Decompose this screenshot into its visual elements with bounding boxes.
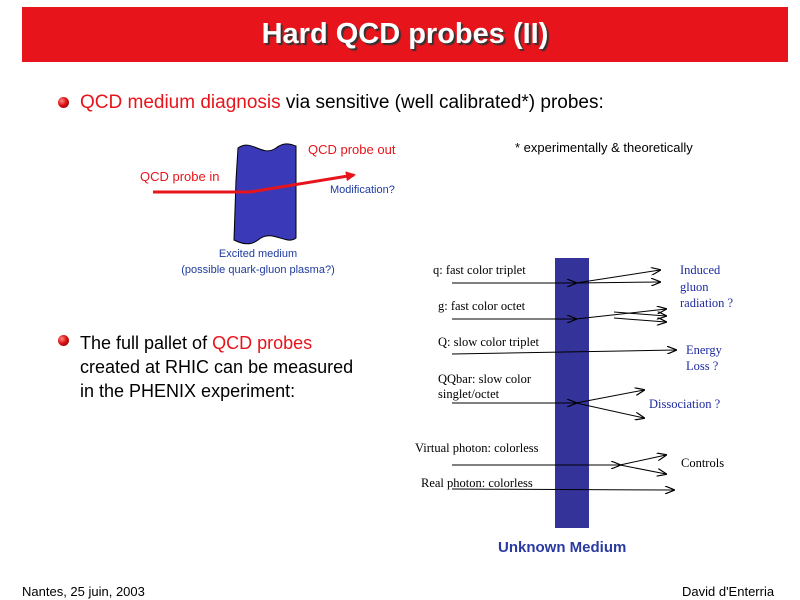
footnote: * experimentally & theoretically xyxy=(515,140,693,155)
probe-label-qqbar-2: singlet/octet xyxy=(438,387,500,401)
medium-label-line1: Excited medium xyxy=(218,248,298,260)
title-bar: Hard QCD probes (II) xyxy=(22,7,788,62)
effect-controls: Controls xyxy=(681,456,725,470)
medium-label-line2: (possible quark-gluon plasma?) xyxy=(181,264,335,276)
bullet-1-rest: via sensitive (well calibrated*) probes: xyxy=(280,92,604,113)
probe-label-g: g: fast color octet xyxy=(438,299,526,313)
bullet-2-line2: created at RHIC can be measured xyxy=(80,357,354,377)
bullet-icon xyxy=(58,97,69,108)
probe-in-label: QCD probe in xyxy=(140,169,220,184)
probe-label-q: q: fast color triplet xyxy=(433,263,526,277)
modification-label: Modification? xyxy=(330,184,395,196)
unknown-medium-bar xyxy=(555,258,589,528)
effect-induced-1: Induced xyxy=(680,263,721,277)
probe-out-label: QCD probe out xyxy=(308,142,396,157)
bullet-2-line1: The full pallet of QCD probes xyxy=(80,333,313,353)
bullet-2-text: The full pallet of QCD probes created at… xyxy=(80,331,353,403)
bullet-1-text: QCD medium diagnosis via sensitive (well… xyxy=(80,92,604,114)
effect-induced-3: radiation ? xyxy=(680,296,734,310)
footer-date: Nantes, 25 juin, 2003 xyxy=(22,584,145,599)
probe-label-Q: Q: slow color triplet xyxy=(438,335,540,349)
probe-label-qqbar-1: QQbar: slow color xyxy=(438,372,532,386)
effect-dissociation: Dissociation ? xyxy=(649,397,721,411)
effect-energy-2: Loss ? xyxy=(686,359,719,373)
excited-medium-shape xyxy=(233,143,297,245)
effect-induced-2: gluon xyxy=(680,280,709,294)
probe-out-arrow xyxy=(249,171,356,194)
footer-author: David d'Enterria xyxy=(682,584,775,599)
bullet-2-line3: in the PHENIX experiment: xyxy=(80,381,296,401)
bullet-1-highlight: QCD medium diagnosis xyxy=(80,92,281,113)
slide-title: Hard QCD probes (II) xyxy=(261,18,549,50)
probe-label-virtual-photon: Virtual photon: colorless xyxy=(415,441,539,455)
effect-energy-1: Energy xyxy=(686,343,722,357)
unknown-medium-caption: Unknown Medium xyxy=(498,539,627,556)
probe-label-real-photon: Real photon: colorless xyxy=(421,476,533,490)
bullet-icon xyxy=(58,335,69,346)
